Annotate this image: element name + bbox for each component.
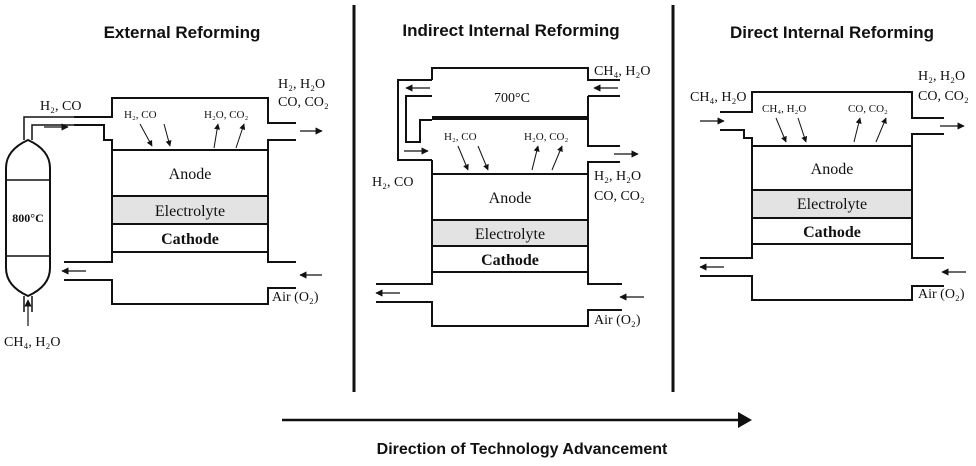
external-air-label: Air (O₂): [272, 290, 319, 305]
external-electrolyte-label: Electrolyte: [155, 203, 225, 220]
indirect-cathode-layer: [431, 245, 589, 273]
direct-exhaust-line1: H₂, H₂O: [918, 69, 965, 84]
reformer-outlet-label: H₂, CO: [40, 99, 81, 114]
panel-external-reforming: External Reforming 800°C CH₄, H₂O H₂, CO…: [4, 23, 329, 350]
indirect-exhaust-line2: CO, CO₂: [594, 189, 645, 204]
indirect-anode-out-species: H₂O, CO₂: [524, 131, 569, 143]
direct-air-label: Air (O₂): [918, 287, 965, 302]
external-anode-label: Anode: [169, 166, 212, 183]
direct-cathode-layer: [751, 217, 913, 245]
technology-advancement-arrow: [282, 412, 752, 428]
direct-exhaust-line2: CO, CO₂: [918, 89, 969, 104]
reformer-vessel: 800°C: [5, 138, 51, 298]
external-cathode-label: Cathode: [161, 231, 219, 248]
indirect-electrolyte-label: Electrolyte: [475, 226, 545, 243]
panel-title-direct: Direct Internal Reforming: [730, 23, 934, 42]
external-exhaust-line1: H₂, H₂O: [278, 77, 325, 92]
direct-anode-layer: [751, 145, 913, 191]
external-inlet-label: CH₄, H₂O: [4, 335, 60, 350]
external-anode-in-species: H₂, CO: [124, 109, 157, 121]
indirect-reformer-out-label: H₂, CO: [372, 175, 413, 190]
indirect-anode-in-species: H₂, CO: [444, 131, 477, 143]
direction-label: Direction of Technology Advancement: [377, 441, 668, 458]
direct-electrolyte-label: Electrolyte: [797, 196, 867, 213]
external-anode-layer: [111, 149, 269, 197]
indirect-reformer-temp: 700°C: [494, 91, 530, 106]
external-exhaust-line2: CO, CO₂: [278, 95, 329, 110]
direct-inlet-label: CH₄, H₂O: [690, 90, 746, 105]
panel-indirect-internal-reforming: Indirect Internal Reforming 700°C CH₄, H…: [372, 21, 650, 328]
indirect-inlet-label: CH₄, H₂O: [594, 64, 650, 79]
indirect-air-label: Air (O₂): [594, 313, 641, 328]
external-anode-out-species: H₂O, CO₂: [204, 109, 249, 121]
panel-title-indirect: Indirect Internal Reforming: [402, 21, 619, 40]
indirect-cathode-label: Cathode: [481, 252, 539, 269]
indirect-exhaust-line1: H₂, H₂O: [594, 169, 641, 184]
panel-direct-internal-reforming: Direct Internal Reforming CH₄, H₂O CH₄, …: [690, 23, 969, 302]
direct-anode-out-species: CO, CO₂: [848, 103, 888, 115]
direct-anode-label: Anode: [811, 161, 854, 178]
direct-anode-in-species: CH₄, H₂O: [762, 103, 806, 115]
external-cathode-layer: [111, 223, 269, 253]
direct-electrolyte-layer: [751, 189, 913, 219]
direct-cathode-label: Cathode: [803, 224, 861, 241]
reformer-temp-label: 800°C: [12, 211, 43, 225]
indirect-anode-layer: [431, 173, 589, 221]
indirect-anode-label: Anode: [489, 190, 532, 207]
panel-title-external: External Reforming: [104, 23, 261, 42]
indirect-electrolyte-layer: [431, 219, 589, 247]
